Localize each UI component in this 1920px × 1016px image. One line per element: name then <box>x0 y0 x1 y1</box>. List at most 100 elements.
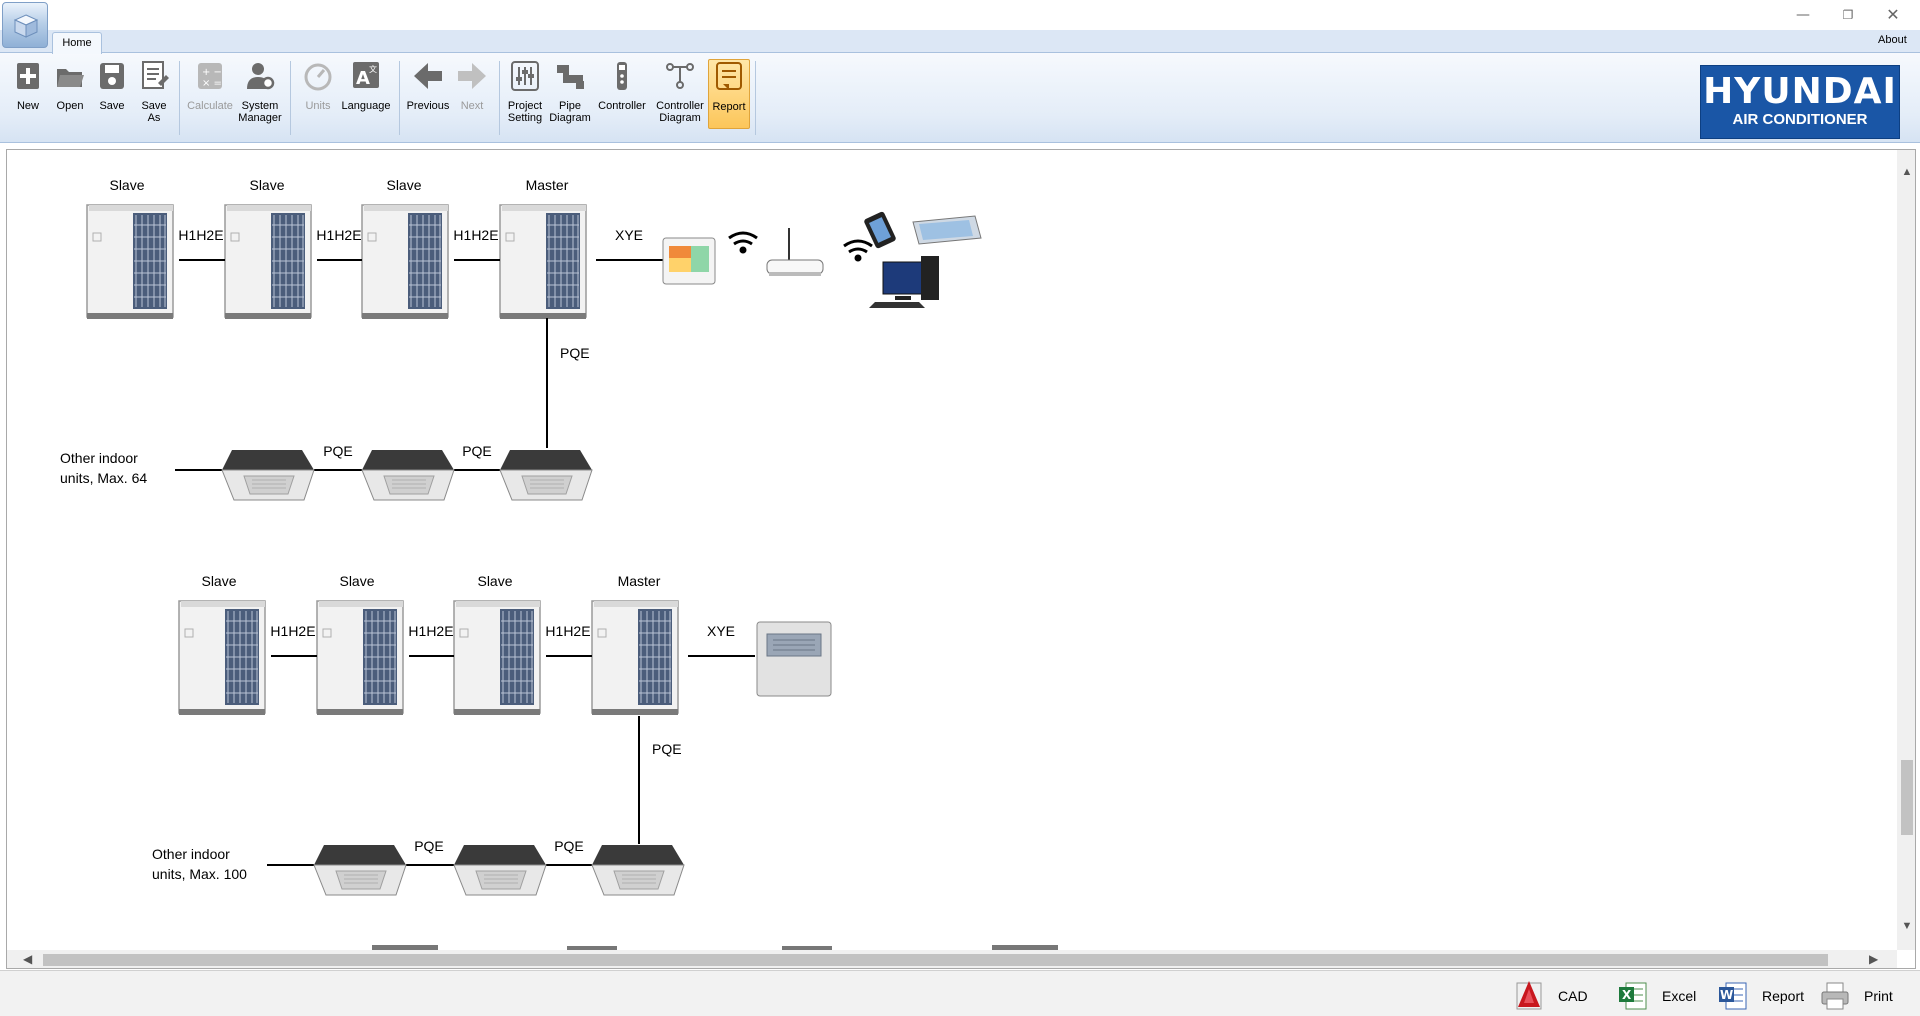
ribbon-separator <box>179 61 180 135</box>
save-label: Save <box>99 100 125 112</box>
tablet-icon <box>912 215 982 245</box>
outdoor-unit <box>86 204 174 320</box>
diagram-canvas[interactable]: Slave Slave Slave Master H1H2E H1H2E H1H… <box>6 149 1916 969</box>
save-disk-icon <box>100 63 124 89</box>
brand-tagline: AIR CONDITIONER <box>1732 111 1868 128</box>
partial-units-row <box>372 945 1058 950</box>
calculate-button[interactable]: + − × = Calculate <box>185 59 235 129</box>
cad-label: CAD <box>1558 988 1588 1004</box>
brand-name: HYUNDAI <box>1703 71 1897 112</box>
indoor-unit <box>591 844 685 896</box>
open-button[interactable]: Open <box>52 59 88 129</box>
language-button[interactable]: A 文 Language <box>340 59 392 129</box>
outdoor-label: Slave <box>249 177 284 193</box>
excel-icon: X <box>1619 982 1647 1010</box>
pipe-icon <box>557 65 584 89</box>
language-icon: A 文 <box>353 62 379 89</box>
svg-text:A: A <box>356 68 370 89</box>
system-manager-button[interactable]: System Manager <box>236 59 284 129</box>
report-label: Report <box>712 101 746 113</box>
desktop-computer-icon <box>869 256 939 308</box>
pipe-diagram-label-2: Diagram <box>549 112 591 124</box>
pqe-label: PQE <box>323 443 353 459</box>
vertical-scrollbar[interactable]: ▲ ▼ <box>1897 150 1915 950</box>
report-export-label: Report <box>1762 988 1805 1004</box>
open-label: Open <box>56 100 84 112</box>
calculate-label: Calculate <box>187 100 233 112</box>
minimize-button[interactable]: — <box>1796 7 1810 23</box>
application-menu-button[interactable] <box>2 2 48 48</box>
outdoor-unit <box>361 204 449 320</box>
controller-diagram: Slave Slave Slave Master H1H2E H1H2E H1H… <box>60 177 1058 950</box>
tab-home[interactable]: Home <box>52 32 102 54</box>
outdoor-label: Slave <box>339 573 374 589</box>
outdoor-unit <box>316 600 404 716</box>
next-button[interactable]: Next <box>452 59 492 129</box>
xye-label: XYE <box>615 227 643 243</box>
arrow-right-icon <box>458 63 486 89</box>
project-setting-label-2: Setting <box>507 112 543 124</box>
outdoor-label: Slave <box>109 177 144 193</box>
save-as-button[interactable]: Save As <box>137 59 171 129</box>
outdoor-unit <box>224 204 312 320</box>
link-label: H1H2E <box>453 227 498 243</box>
report-icon <box>716 62 742 90</box>
excel-export-button[interactable]: X Excel <box>1618 979 1708 1010</box>
cube-icon <box>13 14 39 38</box>
scroll-up-arrow[interactable]: ▲ <box>1901 166 1913 178</box>
controller-button[interactable]: Controller <box>594 59 650 129</box>
units-button[interactable]: Units <box>298 59 338 129</box>
link-label: H1H2E <box>178 227 223 243</box>
horizontal-scroll-thumb[interactable] <box>43 954 1828 966</box>
xye-label: XYE <box>707 623 735 639</box>
outdoor-label: Master <box>618 573 661 589</box>
scroll-down-arrow[interactable]: ▼ <box>1901 920 1913 932</box>
pipe-diagram-button[interactable]: Pipe Diagram <box>548 59 592 129</box>
ribbon-separator <box>755 61 756 135</box>
arrow-left-icon <box>414 63 442 89</box>
controller-diagram-label-2: Diagram <box>659 112 701 124</box>
report-button[interactable]: Report <box>708 59 750 129</box>
save-as-icon <box>142 61 169 89</box>
other-indoor-label: units, Max. 64 <box>60 470 147 486</box>
cad-icon <box>1516 981 1542 1010</box>
new-button[interactable]: New <box>10 59 46 129</box>
outdoor-label: Slave <box>386 177 421 193</box>
project-setting-label-1: Project <box>507 100 543 112</box>
vertical-scroll-thumb[interactable] <box>1901 760 1913 835</box>
controller-label: Controller <box>598 100 646 112</box>
horizontal-scrollbar[interactable]: ◀ ▶ <box>7 950 1897 968</box>
outdoor-label: Master <box>526 177 569 193</box>
project-setting-button[interactable]: Project Setting <box>503 59 547 129</box>
svg-text:× =: × = <box>202 78 222 89</box>
new-label: New <box>16 100 39 112</box>
indoor-unit <box>361 449 455 501</box>
report-export-button[interactable]: W Report <box>1718 979 1818 1010</box>
wifi-icon <box>843 239 873 262</box>
print-button[interactable]: Print <box>1820 979 1910 1010</box>
restore-button[interactable]: ❐ <box>1842 8 1854 22</box>
previous-button[interactable]: Previous <box>404 59 452 129</box>
user-gear-icon <box>247 63 275 90</box>
central-controller-icon <box>756 621 832 697</box>
pqe-label: PQE <box>652 741 682 757</box>
sliders-icon <box>511 61 539 91</box>
about-link[interactable]: About <box>1878 34 1907 46</box>
scroll-left-arrow[interactable]: ◀ <box>23 952 33 966</box>
remote-control-icon <box>617 62 627 90</box>
save-button[interactable]: Save <box>95 59 129 129</box>
ribbon-separator <box>290 61 291 135</box>
outdoor-unit-master <box>591 600 679 716</box>
link-label: H1H2E <box>316 227 361 243</box>
system-manager-label-2: Manager <box>238 112 282 124</box>
close-button[interactable]: ✕ <box>1886 5 1900 24</box>
system-manager-label-1: System <box>241 100 279 112</box>
cad-export-button[interactable]: CAD <box>1514 979 1594 1010</box>
wifi-icon <box>728 231 758 254</box>
outdoor-label: Slave <box>201 573 236 589</box>
controller-diagram-button[interactable]: Controller Diagram <box>652 59 708 129</box>
scroll-right-arrow[interactable]: ▶ <box>1869 952 1879 966</box>
save-as-label-1: Save <box>141 100 167 112</box>
outdoor-unit <box>453 600 541 716</box>
controller-diagram-label-1: Controller <box>656 100 704 112</box>
